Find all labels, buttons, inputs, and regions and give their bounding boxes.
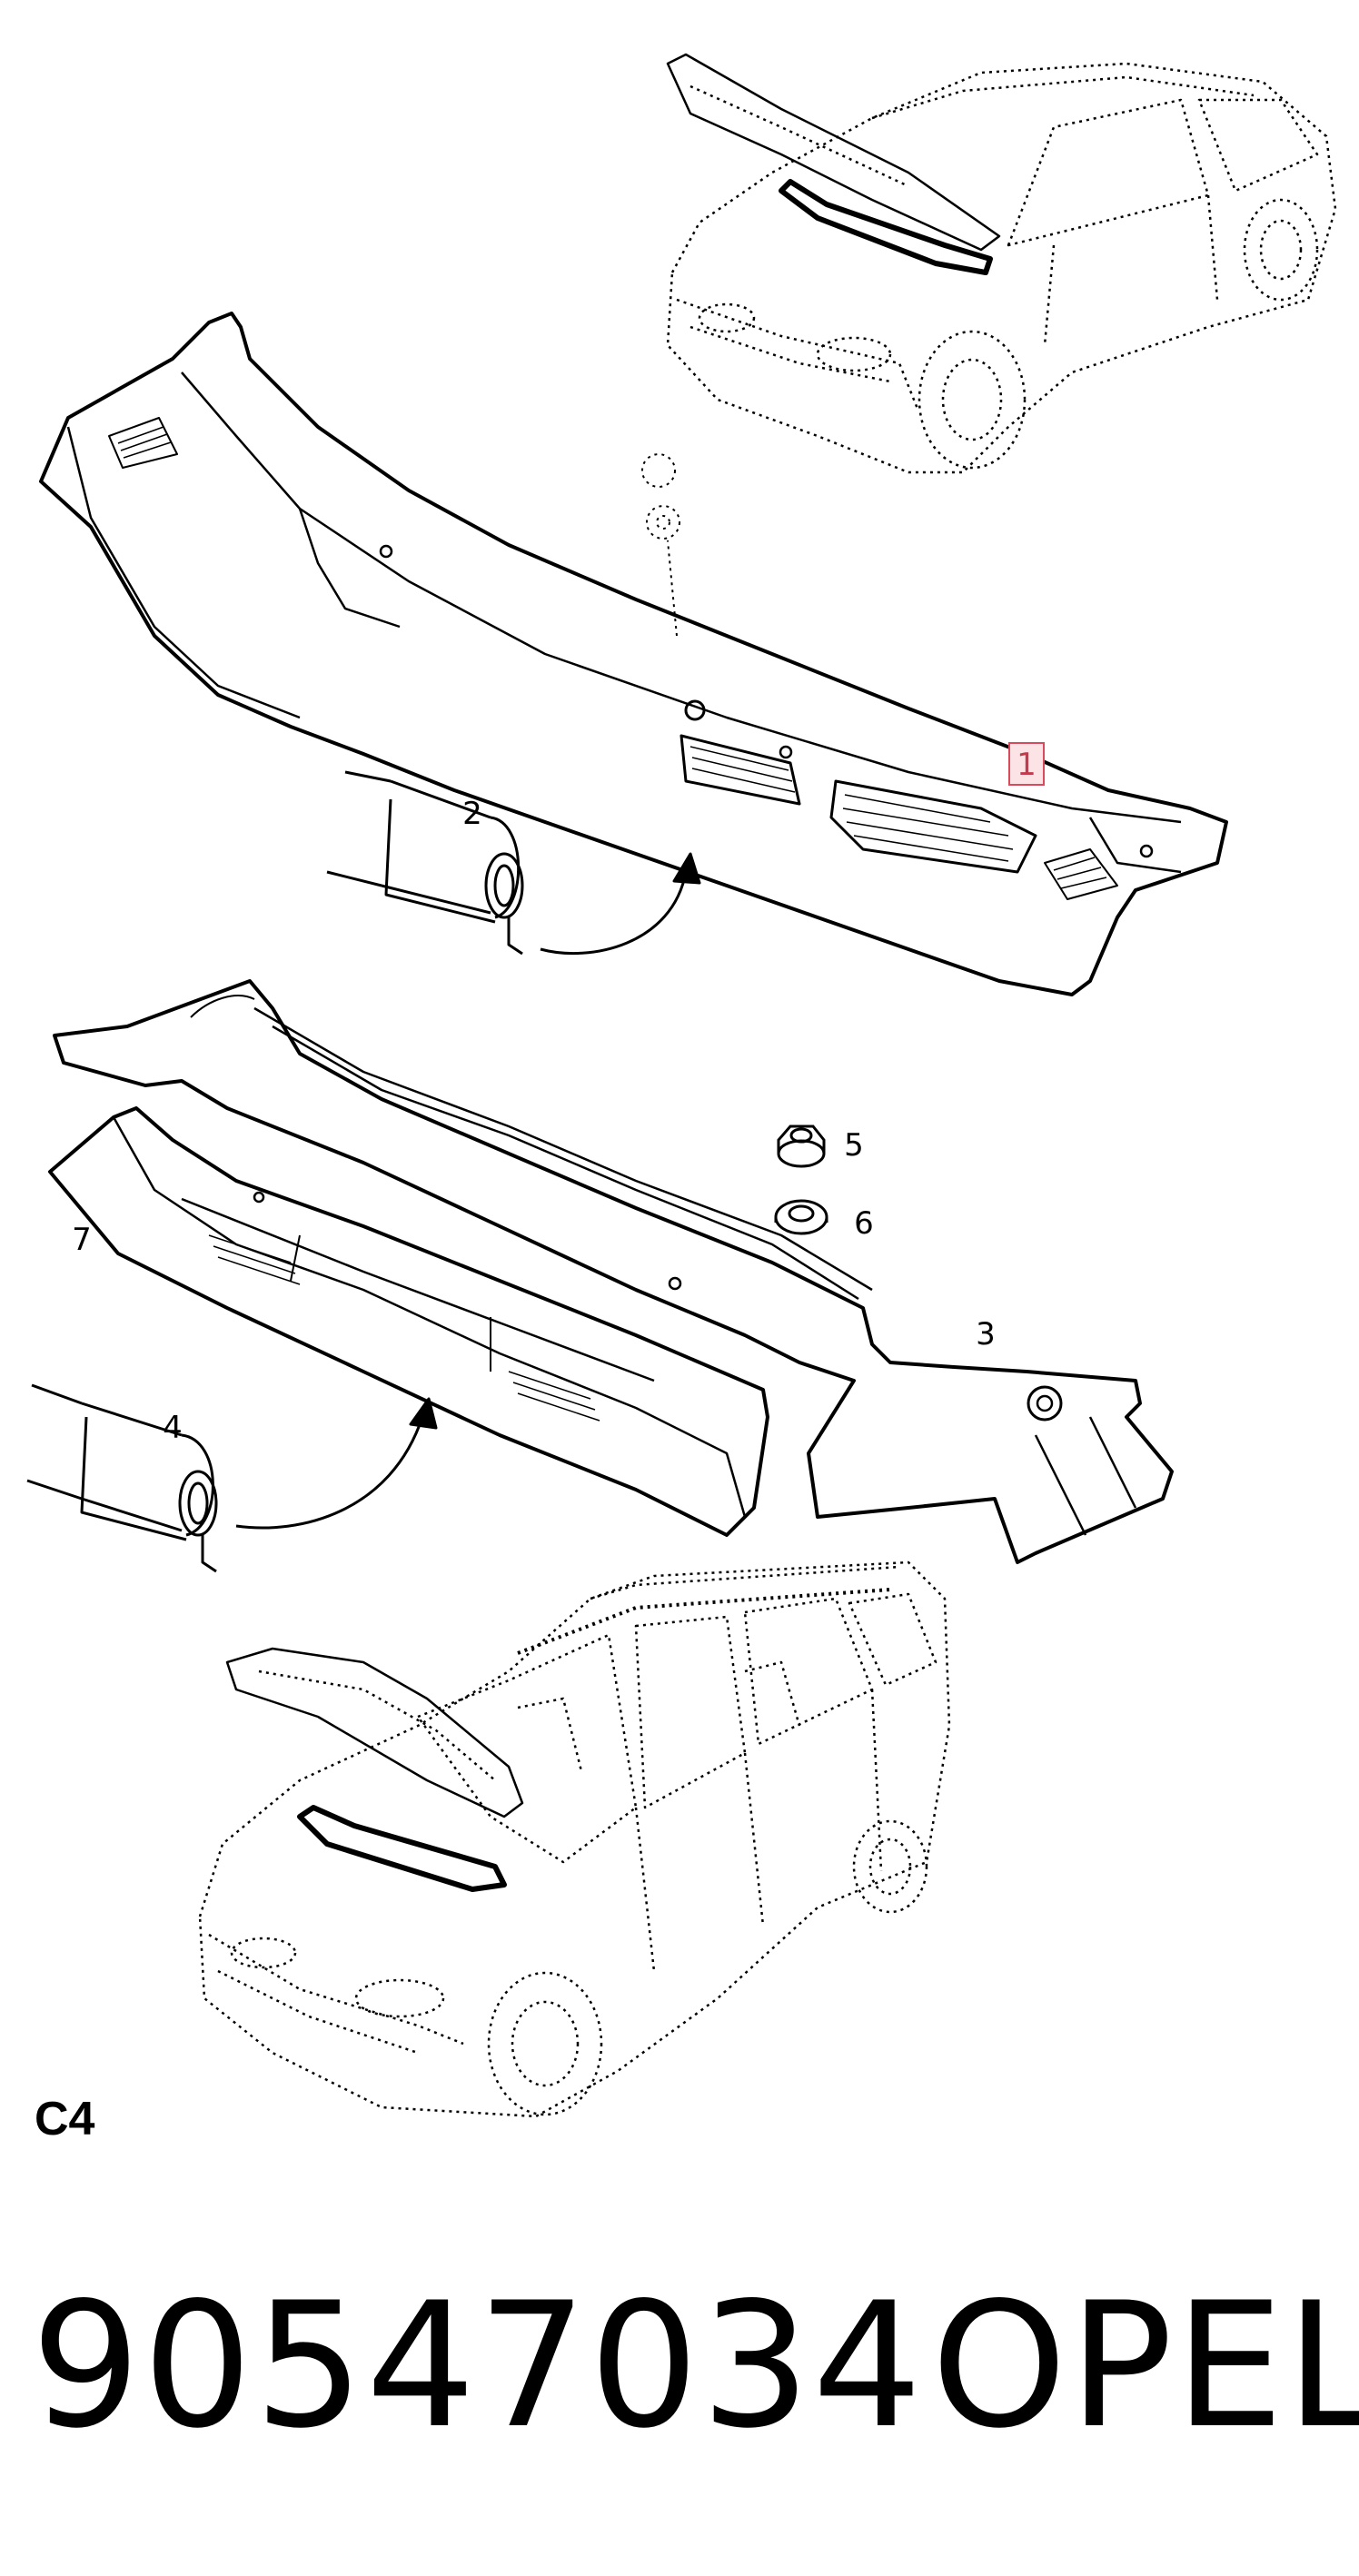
- part-7-cowl-grille: [48, 1106, 769, 1537]
- callout-3-label: 3: [976, 1316, 996, 1352]
- brand-name: OPEL: [931, 2265, 1359, 2466]
- part-1-cowl-panel: [39, 312, 1228, 996]
- callout-2-label: 2: [462, 796, 482, 832]
- part-number: 90547034: [31, 2265, 925, 2466]
- callout-7-label: 7: [72, 1222, 92, 1258]
- car-mpv-illustration: [198, 1560, 951, 2118]
- callout-4-label: 4: [163, 1410, 183, 1446]
- part-5-nut: [777, 1125, 826, 1168]
- section-code: C4: [35, 2093, 95, 2145]
- callout-1-label: 1: [1017, 747, 1037, 783]
- callout-1-highlight: [1008, 742, 1045, 786]
- callout-1[interactable]: 1: [1008, 742, 1045, 786]
- part-6-washer: [774, 1199, 828, 1235]
- car-hatchback-illustration: [666, 53, 1337, 474]
- part-2-seal-strip: [326, 770, 701, 956]
- callout-5-label: 5: [844, 1127, 864, 1164]
- callout-6-label: 6: [854, 1205, 874, 1242]
- part-4-seal-strip: [26, 1383, 438, 1573]
- part-3-lower-cowl: [53, 979, 1174, 1564]
